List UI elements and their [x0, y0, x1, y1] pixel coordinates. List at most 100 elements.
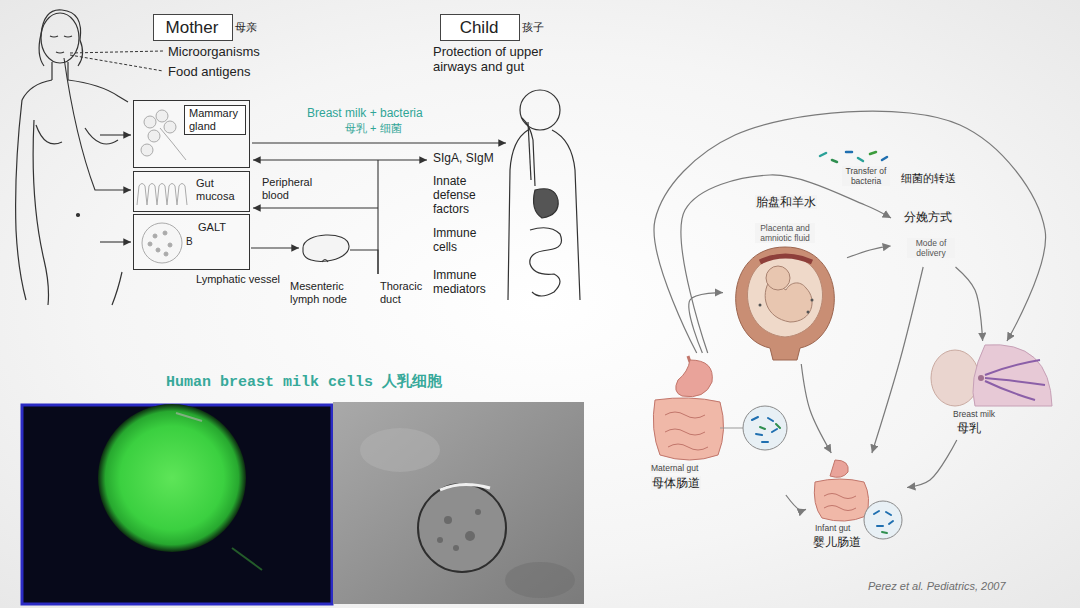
pathway-label: Mesenteric lymph node [290, 280, 368, 306]
transport-arrow [252, 142, 506, 143]
header-text: Mother [154, 18, 230, 38]
milk-arrow-label: 母乳 + 细菌 [345, 122, 402, 135]
microscopy-photo [437, 537, 443, 543]
microscopy-photo [505, 562, 575, 598]
microscopy-photo [440, 484, 490, 490]
fluorescence-photo [22, 405, 332, 604]
bacteria-icon [820, 153, 826, 156]
child-figure [528, 122, 531, 180]
transport-arrow [64, 58, 131, 190]
infant-gut-illustration [874, 511, 893, 526]
bacteria-icon [870, 152, 876, 154]
maternal-gut-illustration [676, 360, 713, 397]
uterus-illustration [811, 299, 814, 302]
chinese-label: 母体肠道 [651, 476, 701, 490]
infant-gut-illustration [814, 479, 868, 521]
child-figure [522, 118, 535, 186]
microscopy-photo [333, 402, 584, 604]
bacteria-icon [882, 157, 887, 160]
child-figure [530, 228, 562, 296]
chinese-label: 母乳 [956, 421, 982, 435]
transfer-arrow [907, 440, 957, 488]
protection-factor: Immune mediators [433, 268, 495, 296]
breastfeeding-illustration [985, 360, 1045, 400]
microscopy-photo [333, 402, 584, 604]
maternal-gut-illustration [688, 356, 690, 362]
breastfeeding-illustration [978, 375, 984, 381]
english-label: Mode of delivery [907, 238, 955, 258]
transfer-arrow [689, 293, 723, 353]
infant-gut-illustration [824, 494, 856, 511]
leader-line [70, 55, 163, 71]
mother-figure [41, 10, 83, 66]
transfer-label: 细菌的转送 [900, 172, 957, 185]
mother-figure [50, 36, 72, 37]
uterus-illustration [807, 311, 810, 314]
mother-figure [52, 62, 68, 80]
breastfeeding-illustration [931, 345, 1052, 406]
microscopy-photo [475, 509, 481, 515]
mother-figure [77, 214, 80, 217]
mother-figure [33, 120, 48, 305]
bacteria-icon [820, 152, 887, 162]
fluorescence-photo [22, 404, 332, 604]
infant-gut-illustration [814, 460, 902, 539]
target-node: Infant gut婴儿肠道 [808, 455, 905, 553]
tissue-box: Gut mucosa [133, 171, 250, 212]
child-figure [508, 90, 580, 300]
protection-label: Protection of upper airways and gut [433, 44, 558, 74]
transport-arrow [64, 58, 506, 274]
breastfeeding-illustration [973, 345, 1052, 406]
leader-line [70, 51, 163, 71]
source-node: 分娩方式 Mode of delivery [893, 210, 968, 265]
transfer-arrow [847, 246, 891, 258]
maternal-gut-illustration [720, 428, 743, 429]
fluorescence-photo [232, 548, 262, 570]
cell-label: B [186, 236, 193, 248]
source-node: 胎盘和羊水Placenta and amniotic fluid [725, 195, 845, 362]
lymph-node-drawing [322, 260, 328, 263]
microscopy-photo [444, 516, 452, 524]
mother-figure [16, 10, 128, 305]
header-translation: 母亲 [235, 21, 257, 34]
lymph-node-drawing [303, 235, 349, 261]
tissue-label: GALT [198, 221, 226, 234]
maternal-gut-illustration [760, 424, 780, 429]
infant-gut-illustration [830, 460, 848, 477]
chinese-label: 分娩方式 [903, 210, 953, 224]
child-figure [520, 90, 560, 130]
pathway-label: Lymphatic vessel [196, 273, 280, 286]
microscopy-photo [360, 428, 440, 472]
transfer-arrow [872, 267, 923, 453]
transfer-arrow [786, 495, 806, 510]
transport-arrow [100, 134, 131, 135]
transfer-arrow [801, 364, 831, 453]
child-figure [534, 189, 559, 218]
uterus-illustration [736, 247, 835, 360]
uterus-illustration [748, 256, 823, 337]
fluorescence-photo [176, 413, 202, 421]
uterus-illustration [766, 266, 790, 290]
uterus-illustration [760, 256, 812, 262]
mother-figure [39, 34, 44, 66]
header-box: Mother母亲 [153, 14, 233, 41]
pathway-label: Peripheral blood [262, 176, 322, 202]
bacteria-icon [832, 160, 837, 162]
mother-figure [36, 125, 62, 144]
transfer-arrow [956, 267, 983, 341]
microscopy-photo [465, 531, 475, 541]
microscopy-photo [418, 484, 506, 572]
microscopy-photo [453, 545, 459, 551]
transport-arrow [350, 250, 378, 274]
infant-gut-illustration [864, 501, 902, 539]
transport-arrow [253, 159, 378, 160]
transport-arrow [253, 207, 378, 208]
pathway-label: Thoracic duct [380, 280, 432, 306]
lymph-node-drawing [303, 235, 349, 262]
milk-arrow-label: Breast milk + bacteria [307, 106, 423, 120]
protection-factor: SIgA, SIgM [433, 151, 494, 165]
transport-arrow [378, 159, 427, 160]
